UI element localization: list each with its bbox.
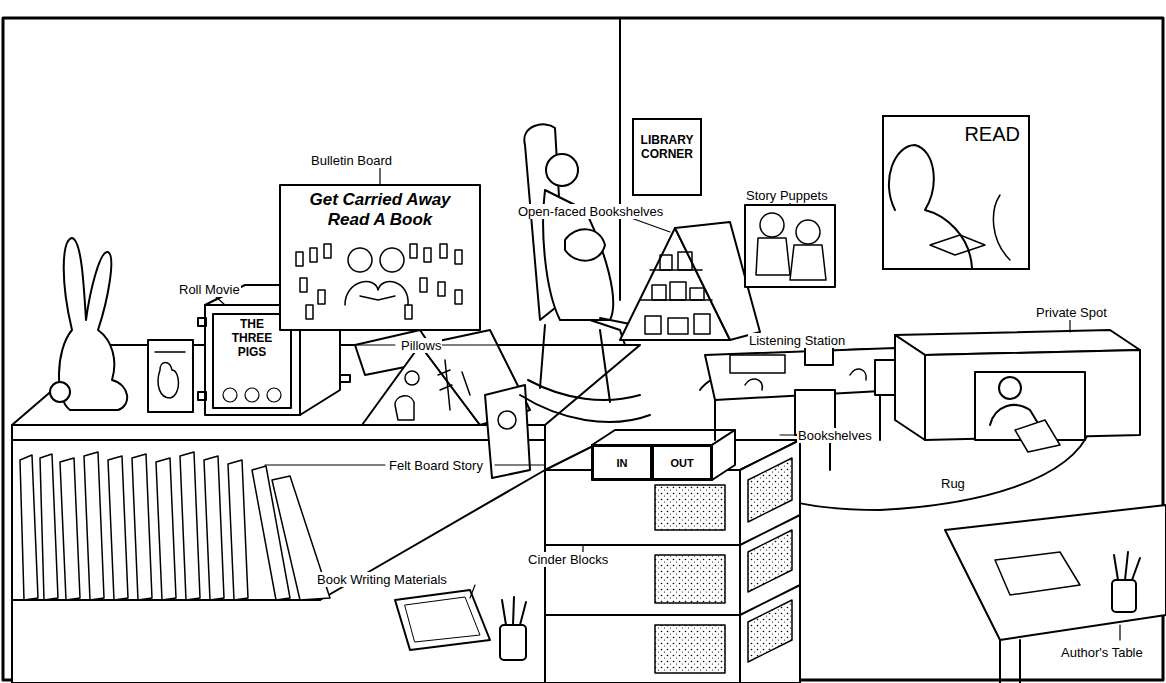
pencil: [520, 602, 526, 625]
bunny: [59, 238, 127, 410]
pencil: [1114, 555, 1118, 580]
bulletin-board-text: Get Carried Away Read A Book: [290, 190, 470, 240]
open-book: [1015, 420, 1060, 452]
authors-table: [945, 505, 1166, 640]
writing-paper: [405, 597, 480, 642]
part-label: Pillows: [400, 338, 442, 353]
node-text: READ: [884, 123, 1028, 146]
part-label: Private Spot: [1035, 305, 1108, 320]
out-box: OUT: [652, 445, 712, 480]
felt-tree: [438, 360, 470, 410]
node-text: Get Carried Away Read A Book: [300, 190, 460, 229]
pencil-cup: [500, 625, 526, 660]
node-text: OUT: [654, 457, 710, 470]
leader-line: [215, 168, 1120, 640]
movie-screen-text: THE THREE PIGS: [213, 314, 291, 384]
cinder-blocks-side: [740, 440, 800, 683]
book: [485, 385, 530, 478]
felt-sun: [405, 371, 419, 385]
bulletin-board: [280, 185, 480, 330]
part-label: Listening Station: [748, 333, 846, 348]
node-text: IN: [594, 457, 650, 470]
wall-corner: [619, 18, 621, 300]
part-label: Rug: [940, 476, 966, 491]
table-leg: [714, 400, 716, 440]
table-leg: [1019, 640, 1021, 683]
block-joint: [545, 614, 740, 616]
table-leg: [999, 640, 1001, 683]
part-label: Bulletin Board: [310, 153, 393, 168]
headphones: [745, 379, 762, 390]
chair-leg: [540, 325, 545, 388]
book-cover-art: [498, 411, 516, 429]
part-label: Book Writing Materials: [316, 572, 448, 587]
writing-paper: [395, 590, 490, 650]
reading-children: [345, 248, 408, 305]
cinder-blocks: [545, 470, 740, 683]
books: [20, 452, 330, 600]
pencil: [502, 600, 506, 625]
part-label: Felt Board Story: [388, 458, 484, 473]
library-corner-sign: LIBRARY CORNER: [632, 118, 702, 196]
pencil: [1125, 552, 1128, 580]
part-label: Author's Table: [1060, 645, 1144, 660]
part-label: Roll Movie: [178, 282, 241, 297]
book-cover-art: [158, 363, 178, 399]
in-out-box: [592, 445, 712, 480]
table-leg: [879, 392, 881, 440]
box-top: [592, 430, 735, 445]
rocker: [528, 380, 640, 400]
headphones: [850, 369, 866, 380]
block-joint: [545, 544, 740, 546]
reader-figure: [889, 145, 972, 268]
shelf-books: [640, 252, 712, 334]
in-box: IN: [592, 445, 652, 480]
pencil: [1132, 558, 1140, 580]
stuffed-animal: [565, 229, 605, 260]
bunny-tail: [50, 382, 70, 402]
crank: [198, 392, 206, 400]
node-text: LIBRARY CORNER: [634, 134, 700, 162]
node-text: THE THREE PIGS: [227, 318, 277, 359]
read-poster: READ: [882, 115, 1030, 270]
part-label: Story Puppets: [745, 188, 829, 203]
crank: [340, 375, 350, 382]
child-head: [546, 154, 578, 186]
crank: [198, 318, 206, 326]
shelf-front: [12, 425, 545, 683]
paper: [995, 552, 1080, 595]
part-label: Bookshelves: [797, 428, 873, 443]
poster-chair: [993, 195, 1010, 260]
block-hole: [655, 458, 792, 673]
part-label: Open-faced Bookshelves: [517, 204, 664, 219]
pig-faces: [223, 388, 281, 402]
felt-figure: [395, 396, 414, 420]
pinned-papers: [296, 244, 462, 319]
puppet-board: [745, 205, 835, 287]
reader-head: [999, 377, 1021, 399]
tape-player: [730, 355, 785, 373]
chair: [875, 360, 895, 395]
pencil-cup: [1112, 580, 1136, 612]
book: [148, 340, 193, 412]
shelf-edge: [12, 439, 545, 441]
poster-book: [930, 235, 985, 255]
chair-leg: [600, 330, 610, 402]
pencil: [513, 597, 514, 625]
part-label: Cinder Blocks: [527, 552, 609, 567]
puppets: [756, 213, 826, 280]
private-spot-side: [895, 335, 925, 440]
book-title-line: [155, 351, 185, 353]
